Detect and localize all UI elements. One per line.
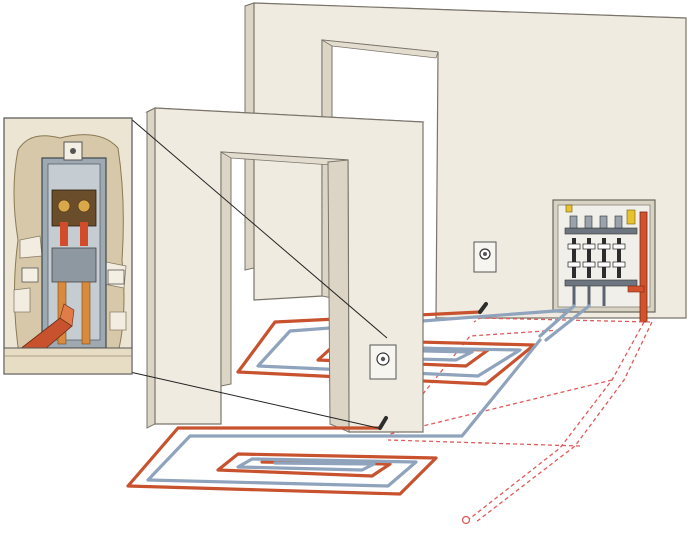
inset-detail-panel bbox=[3, 117, 133, 375]
front-wall bbox=[145, 107, 425, 433]
heating-loop-rear bbox=[236, 302, 591, 386]
distribution-manifold bbox=[552, 199, 656, 323]
front-wall-control-box bbox=[369, 344, 397, 380]
heating-loop-front bbox=[126, 338, 542, 496]
callout-lines bbox=[129, 117, 388, 429]
dashed-line-end bbox=[461, 515, 471, 525]
rear-wall-control-box bbox=[473, 241, 497, 273]
